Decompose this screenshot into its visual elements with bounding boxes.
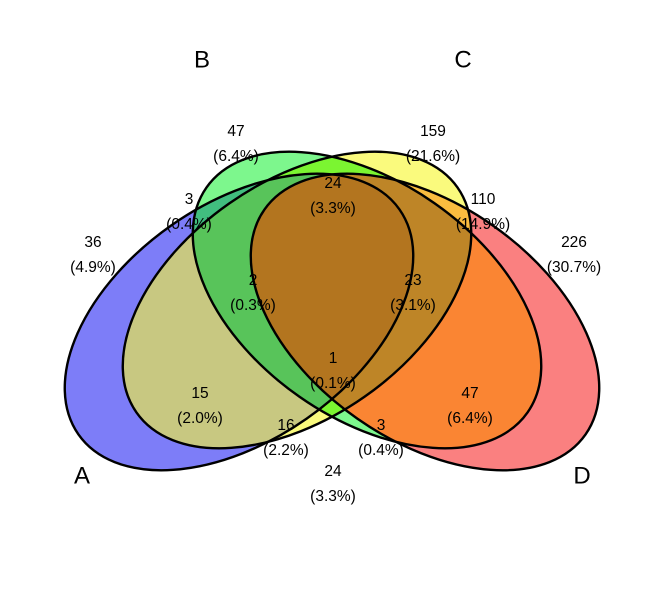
region-count-b: 47	[227, 123, 244, 140]
region-label-ad: 24 (3.3%)	[310, 463, 356, 505]
region-percent-bcd: (3.1%)	[390, 297, 436, 314]
region-percent-ad: (3.3%)	[310, 488, 356, 505]
region-label-a: 36 (4.9%)	[70, 234, 116, 276]
region-percent-ab: (0.4%)	[166, 216, 212, 233]
region-count-acd: 3	[377, 417, 386, 434]
region-label-bcd: 23 (3.1%)	[390, 272, 436, 314]
region-count-ab: 3	[185, 191, 194, 208]
ellipse-outline-d	[249, 172, 601, 472]
ellipse-outline-c	[191, 150, 543, 450]
region-count-abd: 16	[277, 417, 294, 434]
ellipse-outline-b	[121, 150, 473, 450]
venn-ellipse-outlines	[63, 150, 601, 472]
ellipse-outline-a	[63, 172, 415, 472]
region-count-a: 36	[84, 234, 101, 251]
region-percent-a: (4.9%)	[70, 259, 116, 276]
region-percent-cd: (14.9%)	[456, 216, 510, 233]
region-label-b: 47 (6.4%)	[213, 123, 259, 165]
region-label-ac: 15 (2.0%)	[177, 385, 223, 427]
venn-set-labels: A B C D	[74, 46, 591, 489]
region-count-d: 226	[561, 234, 587, 251]
region-count-ac: 15	[191, 385, 208, 402]
region-percent-acd: (0.4%)	[358, 442, 404, 459]
region-count-ad: 24	[324, 463, 342, 480]
region-label-bc: 24 (3.3%)	[310, 175, 356, 217]
region-count-c: 159	[420, 123, 446, 140]
region-label-cd: 110 (14.9%)	[456, 191, 510, 233]
venn-region-labels: 36 (4.9%) 47 (6.4%) 159 (21.6%) 226 (30.…	[70, 123, 601, 505]
region-label-ab: 3 (0.4%)	[166, 191, 212, 233]
region-label-abcd: 1 (0.1%)	[310, 350, 356, 392]
region-count-bd: 47	[461, 385, 478, 402]
region-label-d: 226 (30.7%)	[547, 234, 601, 276]
region-percent-bd: (6.4%)	[447, 410, 493, 427]
region-label-c: 159 (21.6%)	[406, 123, 460, 165]
region-percent-d: (30.7%)	[547, 259, 601, 276]
set-label-d: D	[573, 462, 590, 489]
region-count-cd: 110	[471, 191, 496, 208]
region-label-abd: 16 (2.2%)	[263, 417, 309, 459]
region-count-bc: 24	[324, 175, 342, 192]
region-percent-ac: (2.0%)	[177, 410, 223, 427]
region-count-bcd: 23	[404, 272, 421, 289]
region-count-abcd: 1	[329, 350, 338, 367]
region-label-acd: 3 (0.4%)	[358, 417, 404, 459]
set-label-a: A	[74, 462, 90, 489]
region-percent-abd: (2.2%)	[263, 442, 309, 459]
region-label-bd: 47 (6.4%)	[447, 385, 493, 427]
region-percent-abc: (0.3%)	[230, 297, 276, 314]
set-label-b: B	[194, 46, 210, 73]
region-percent-abcd: (0.1%)	[310, 375, 356, 392]
region-percent-bc: (3.3%)	[310, 200, 356, 217]
region-count-abc: 2	[249, 272, 258, 289]
region-label-abc: 2 (0.3%)	[230, 272, 276, 314]
region-percent-c: (21.6%)	[406, 148, 460, 165]
region-percent-b: (6.4%)	[213, 148, 259, 165]
set-label-c: C	[454, 46, 471, 73]
